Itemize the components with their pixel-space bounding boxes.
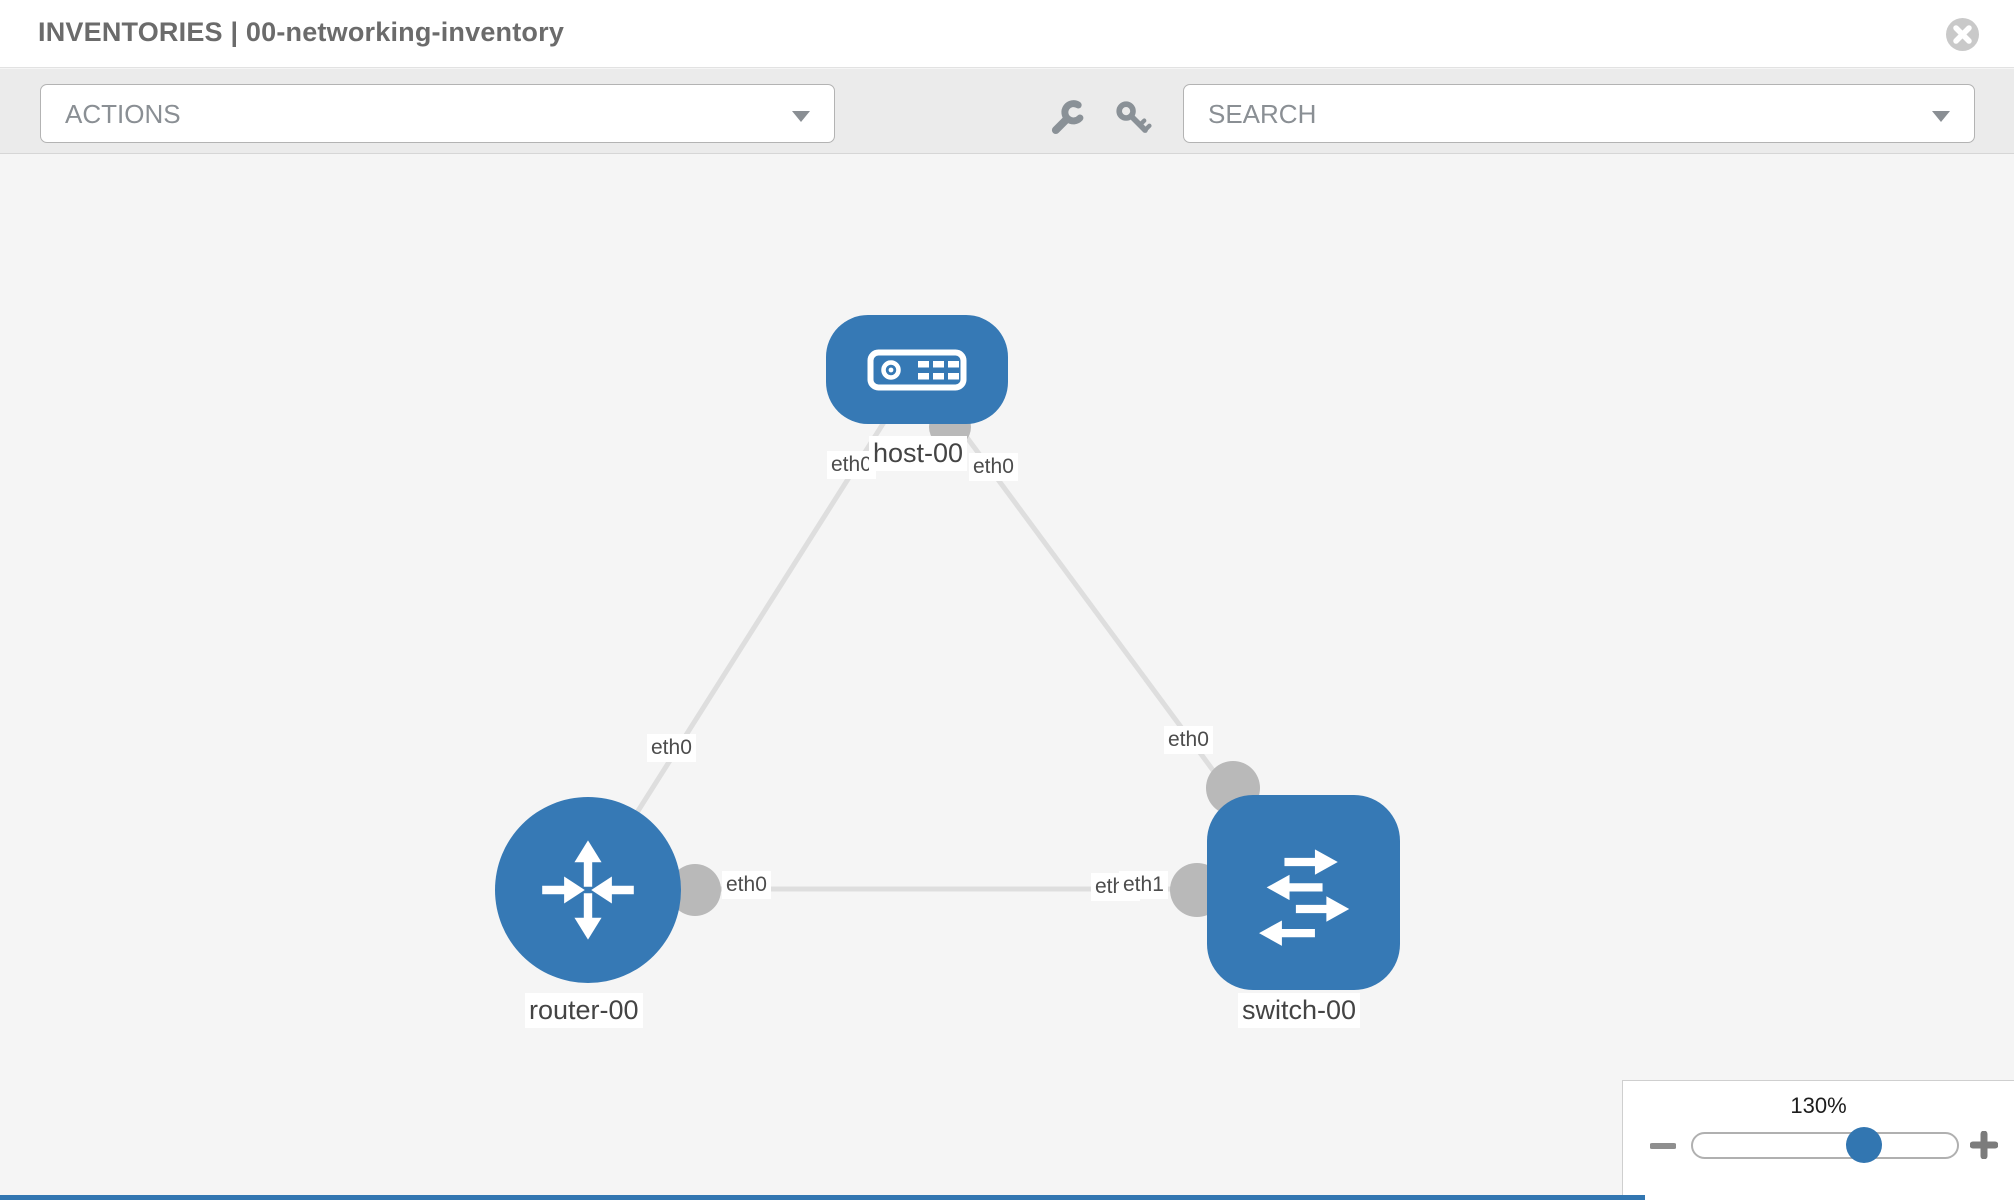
node-host-00[interactable] [826,315,1008,424]
actions-dropdown-label: ACTIONS [65,99,181,129]
interface-label: eth0 [827,451,876,479]
node-label-router: router-00 [525,993,643,1028]
zoom-panel: 130% [1622,1080,2014,1200]
header-bar: INVENTORIES | 00-networking-inventory [0,0,2014,68]
port-router-right[interactable] [669,864,721,916]
key-button[interactable] [1114,99,1152,137]
interface-label: eth1 [1119,871,1168,899]
chevron-down-icon [792,111,810,122]
interface-label: eth0 [969,453,1018,481]
zoom-slider-thumb[interactable] [1846,1127,1882,1163]
key-icon [1114,101,1152,141]
node-switch-00[interactable] [1207,795,1400,990]
close-button[interactable] [1946,18,1979,51]
minus-icon [1649,1143,1677,1163]
interface-label: eth0 [722,871,771,899]
actions-dropdown[interactable]: ACTIONS [40,84,835,143]
topology-canvas[interactable]: eth0 host-00 eth0 eth0 eth0 eth0 eth0 et… [0,155,2014,1200]
interface-label: eth0 [1164,726,1213,754]
node-router-00[interactable] [495,797,681,983]
interface-label: eth0 [647,734,696,762]
page-title: INVENTORIES | 00-networking-inventory [38,17,565,47]
bottom-accent-bar [0,1195,1645,1200]
zoom-level-value: 130% [1790,1093,1847,1118]
wrench-button[interactable] [1048,99,1086,137]
toolbar: ACTIONS SEARCH [0,69,2014,154]
plus-icon [1969,1130,1999,1163]
search-input[interactable]: SEARCH [1183,84,1975,143]
node-label-switch: switch-00 [1238,993,1361,1028]
zoom-slider-track[interactable] [1691,1127,1959,1163]
zoom-in-button[interactable] [1969,1130,1999,1160]
node-label-host: host-00 [869,436,968,471]
wrench-icon [1048,100,1086,141]
chevron-down-icon [1932,111,1950,122]
topology-links-layer [585,368,1306,917]
zoom-out-button[interactable] [1649,1133,1677,1159]
search-placeholder: SEARCH [1208,99,1317,129]
